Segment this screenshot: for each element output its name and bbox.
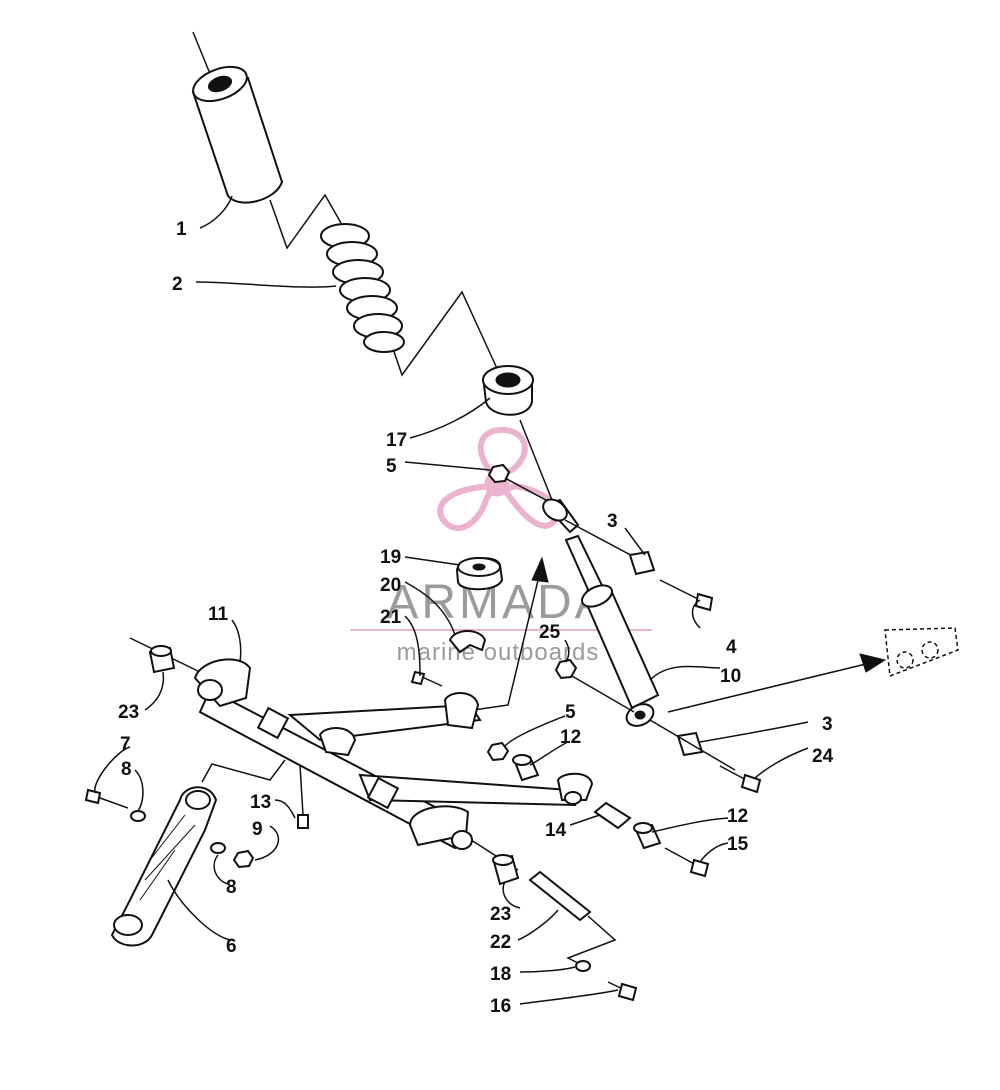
part-bolt-16: [607, 981, 638, 1002]
leader-spring-seat: [389, 290, 501, 377]
callout-16: 16: [490, 996, 511, 1017]
callout-11: 11: [208, 604, 229, 625]
callout-9: 9: [252, 819, 263, 840]
part-nut-9: [232, 849, 255, 869]
callout-3-upper: 3: [607, 511, 618, 532]
leader-pin-washer: [566, 915, 617, 966]
callout-5-top: 5: [386, 456, 397, 477]
callout-21: 21: [380, 607, 402, 628]
shock-axis-line: [519, 419, 553, 501]
lower-bolt-axis-2: [649, 719, 736, 771]
callout-23-right: 23: [490, 904, 511, 925]
part-bushing-upper: [628, 550, 656, 576]
part-washer-8b: [210, 842, 226, 854]
part-sleeve: [593, 801, 632, 830]
part-rubber-stop: [455, 557, 504, 591]
callout-13: 13: [250, 792, 271, 813]
part-washer-18: [575, 960, 591, 972]
part-washer-mid: [512, 754, 540, 782]
callout-17: 17: [386, 430, 407, 451]
callout-5-mid: 5: [565, 702, 576, 723]
chassis-phantom: [884, 627, 959, 678]
upper-bolt-axis: [564, 519, 641, 561]
callout-18: 18: [490, 964, 511, 985]
part-bushing-left: [148, 645, 176, 674]
part-bolt-7: [84, 788, 129, 809]
part-screw: [410, 670, 443, 687]
part-bolt-15: [664, 847, 710, 878]
lower-bolt-axis: [571, 675, 635, 713]
part-pivot-pin: [528, 870, 592, 922]
part-nut-lower: [554, 658, 578, 680]
callout-4: 4: [726, 637, 737, 658]
part-washer-8a: [130, 810, 146, 822]
callout-2: 2: [172, 274, 183, 295]
part-nut-top: [487, 463, 511, 484]
part-bushing-right: [492, 854, 520, 886]
part-bracket: [448, 630, 487, 654]
callout-14: 14: [545, 820, 567, 841]
part-spring-seat: [482, 365, 534, 416]
part-bolt-lower: [719, 765, 762, 794]
part-washer-lower: [633, 822, 662, 850]
part-shock-absorber: [542, 498, 660, 727]
callout-25: 25: [539, 622, 561, 643]
callout-12-upper: 12: [560, 727, 581, 748]
part-bolt-upper: [659, 579, 714, 612]
callout-24: 24: [812, 746, 834, 767]
callout-19: 19: [380, 547, 401, 568]
callout-8-lower: 8: [226, 877, 237, 898]
callout-15: 15: [727, 834, 749, 855]
callout-22: 22: [490, 932, 511, 953]
part-idler-arm: [110, 786, 218, 947]
leader-boot-spring: [269, 193, 346, 250]
arrow-to-chassis: [667, 653, 887, 713]
callout-1: 1: [176, 219, 187, 240]
leader-arm-link: [201, 759, 286, 783]
part-a-arm: [193, 658, 594, 850]
callout-23-left: 23: [118, 702, 139, 723]
part-grease-fitting: [297, 764, 309, 829]
part-spring: [320, 223, 405, 353]
callout-20: 20: [380, 575, 401, 596]
callout-6: 6: [226, 936, 237, 957]
leader-lines: [94, 195, 809, 1005]
callout-labels: 1 2 17 5 3 4 19 20 21 11 25 10 23 7 8 13…: [118, 219, 834, 1017]
callout-8-upper: 8: [121, 759, 132, 780]
part-nut-mid: [486, 741, 510, 762]
callout-7: 7: [120, 734, 131, 755]
callout-12-lower: 12: [727, 806, 748, 827]
part-boot: [191, 65, 284, 204]
callout-10: 10: [720, 666, 741, 687]
callout-3-lower: 3: [822, 714, 833, 735]
